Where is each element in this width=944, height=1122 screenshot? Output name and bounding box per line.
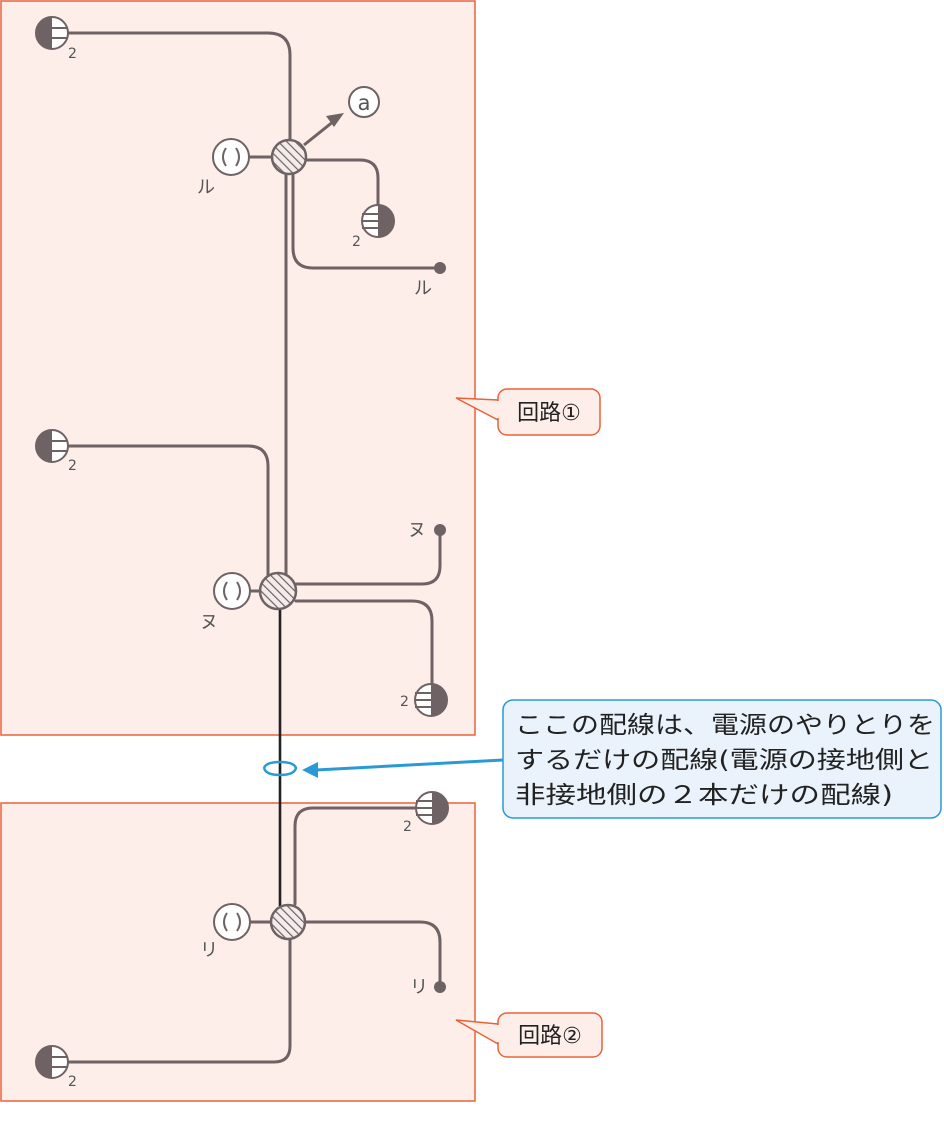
arrow-head-a bbox=[326, 113, 344, 127]
explanation-box bbox=[502, 699, 942, 819]
lamp-bottom-left-subscript: 2 bbox=[68, 1074, 77, 1090]
dot-nu-label: ヌ bbox=[408, 520, 426, 541]
lamp-mid-left-subscript: 2 bbox=[68, 458, 77, 474]
explanation-line2: するだけの配線(電源の接地側と bbox=[515, 746, 933, 774]
outlet-a-circle bbox=[348, 86, 380, 118]
twist-mark bbox=[262, 760, 298, 777]
circuit1-region bbox=[0, 0, 476, 736]
switch-ri bbox=[213, 903, 251, 941]
wire-ju3-bottom-lamp bbox=[66, 936, 292, 1064]
lamp-ju2-subscript: 2 bbox=[400, 694, 409, 710]
circuit2-callout: 回路② bbox=[455, 1012, 603, 1058]
switch-ru-label: ル bbox=[197, 177, 215, 198]
explanation-line3: 非接地側の２本だけの配線) bbox=[515, 781, 893, 809]
circuit2-label: 回路② bbox=[518, 1024, 582, 1049]
explanation-arrow bbox=[315, 758, 504, 772]
junction-box-1 bbox=[270, 138, 308, 176]
junction-box-3 bbox=[269, 903, 307, 941]
lamp-ju2 bbox=[414, 683, 448, 717]
outlet-a-label: a bbox=[358, 91, 371, 115]
lamp-ju3-upper bbox=[415, 791, 449, 825]
wire-mid-lamp bbox=[66, 444, 270, 580]
arrow-to-a bbox=[303, 119, 335, 147]
dot-nu bbox=[434, 524, 446, 536]
circuit1-callout: 回路① bbox=[455, 388, 601, 436]
wire-ju1-dot bbox=[291, 173, 442, 270]
switch-nu bbox=[213, 572, 251, 610]
circuit1-label: 回路① bbox=[517, 401, 581, 426]
lamp-top-left bbox=[35, 16, 69, 50]
explanation-arrow-head bbox=[302, 762, 318, 778]
wire-ju3-dot bbox=[302, 920, 442, 987]
junction-box-2 bbox=[258, 571, 298, 611]
wire-ju2-dot bbox=[294, 528, 442, 586]
switch-ri-label: リ bbox=[200, 940, 218, 961]
dot-ri-label: リ bbox=[410, 977, 428, 998]
dot-ru bbox=[434, 262, 446, 274]
lamp-top-left-subscript: 2 bbox=[68, 46, 77, 62]
dot-ru-label: ル bbox=[414, 278, 432, 299]
wire-top-lamp bbox=[66, 31, 292, 144]
circuit2-region bbox=[0, 802, 476, 1102]
explanation-line1: ここの配線は、電源のやりとりを bbox=[515, 711, 935, 739]
lamp-mid-left bbox=[35, 429, 69, 463]
lamp-ju3-upper-subscript: 2 bbox=[403, 819, 412, 835]
lamp-ju1 bbox=[361, 204, 395, 238]
wire-ju1-lamp bbox=[298, 158, 380, 208]
dot-ri bbox=[434, 981, 446, 993]
wire-ju2-lamp bbox=[294, 599, 434, 686]
switch-ru bbox=[212, 138, 250, 176]
wire-ju3-lamp bbox=[293, 806, 420, 906]
lamp-ju1-subscript: 2 bbox=[352, 234, 361, 250]
lamp-bottom-left bbox=[35, 1045, 69, 1079]
switch-nu-label: ヌ bbox=[200, 612, 218, 633]
